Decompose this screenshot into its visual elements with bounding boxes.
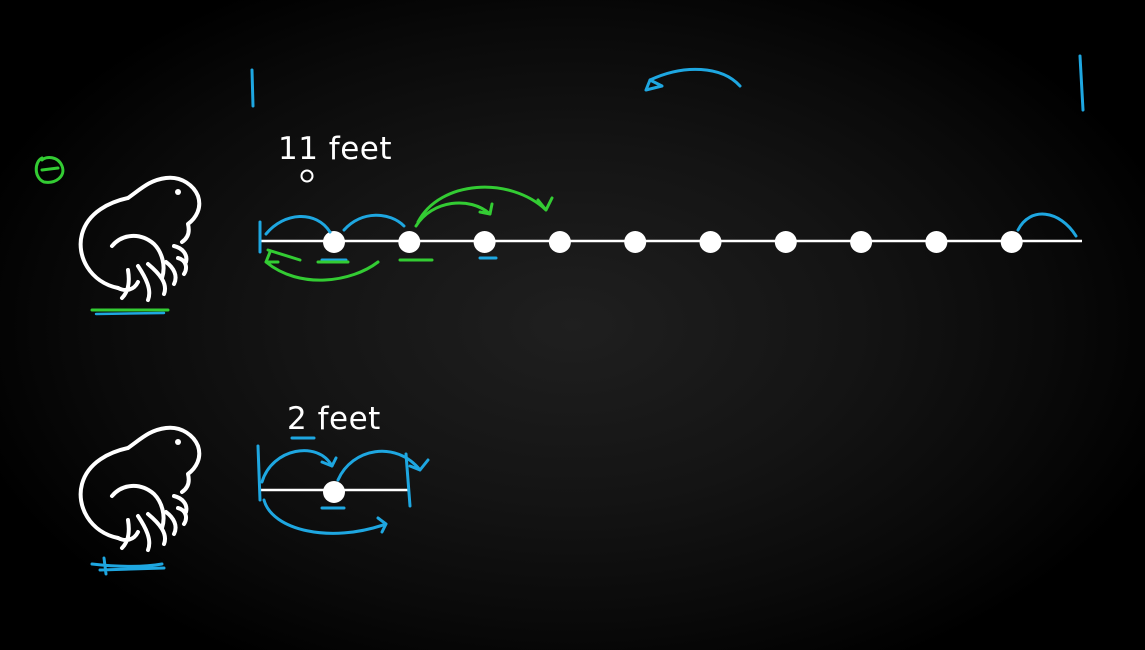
blue-hop-2	[342, 213, 406, 232]
green-hop-1	[416, 185, 554, 224]
blue-hop-bottom-2	[336, 449, 430, 482]
line-points-top	[323, 231, 1023, 253]
number-line-top	[258, 220, 1082, 254]
line-point	[925, 231, 948, 253]
blue-under-arc-bottom	[262, 498, 388, 535]
line-point	[850, 231, 873, 253]
line-point	[398, 231, 421, 253]
line-point-bottom	[323, 481, 345, 503]
green-hop-2	[414, 201, 494, 228]
green-mark	[34, 156, 65, 184]
green-under-arc	[264, 250, 380, 282]
line-point	[1000, 231, 1023, 253]
line-point	[624, 231, 647, 253]
line-point	[548, 231, 571, 253]
blue-arrow-arc	[644, 67, 742, 92]
blue-hop-end	[1016, 212, 1078, 238]
blue-hop-bottom-1	[260, 449, 338, 484]
frog-underline-blue	[90, 556, 166, 576]
frog-underline-blue	[94, 311, 166, 316]
distance-label-bottom: 2 feet	[287, 401, 381, 437]
label-point	[300, 169, 314, 183]
blue-hop-1	[264, 215, 332, 236]
line-point	[473, 231, 496, 253]
frog-icon	[78, 425, 202, 552]
line-point	[323, 231, 345, 253]
green-tick	[266, 248, 302, 262]
frog-icon	[78, 175, 202, 302]
line-point	[699, 231, 722, 253]
blue-edge-right	[1078, 54, 1085, 112]
distance-label-top: 11 feet	[278, 131, 393, 167]
line-point	[774, 231, 797, 253]
blue-edge-left	[250, 68, 255, 108]
